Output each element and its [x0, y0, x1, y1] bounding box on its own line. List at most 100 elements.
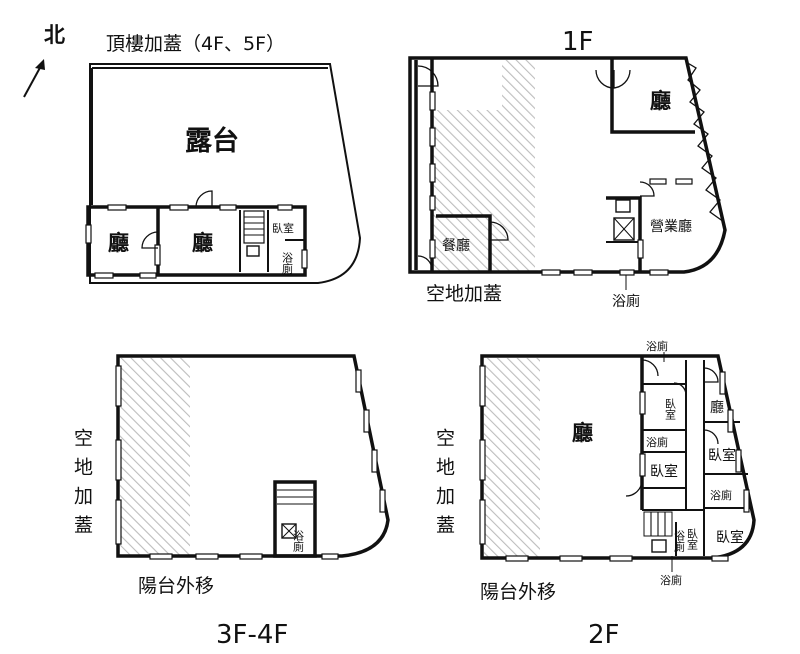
window [479, 499, 486, 545]
f1-hall-walls [610, 58, 695, 134]
window [735, 449, 742, 473]
window [429, 91, 436, 111]
plan-2f: 廳 空地加蓋 陽台外移 2F 浴廁 臥室 浴廁 臥室 廳 臥室 浴廁 浴廁 臥室… [433, 339, 756, 650]
window [85, 224, 92, 244]
f1-glass-facade [685, 61, 725, 223]
f1-unhatched-notch [432, 60, 502, 110]
f2-bath-small-label: 浴廁 [673, 530, 686, 553]
window [719, 371, 726, 395]
f1-business-hall-label: 營業廳 [650, 218, 692, 235]
f2-balcony-label: 陽台外移 [480, 581, 556, 603]
rooftop-title: 頂樓加蓋（4F、5F） [106, 33, 285, 55]
f1-outline [408, 56, 727, 274]
window [321, 553, 339, 560]
window [639, 391, 646, 415]
window [743, 489, 750, 513]
f2-extension-label: 空地加蓋 [433, 428, 455, 544]
f1-extension-label: 空地加蓋 [426, 283, 502, 305]
f34-hatched-area [120, 358, 190, 556]
f34-outline [116, 354, 390, 558]
f2-bath-bottom-label: 浴廁 [660, 573, 682, 587]
window [429, 163, 436, 183]
f34-balcony-label: 陽台外移 [138, 575, 214, 597]
window [505, 555, 529, 562]
toilet-icon [651, 539, 667, 553]
window [711, 555, 729, 562]
window [639, 453, 646, 477]
f2-hall-label: 廳 [572, 421, 593, 445]
f1-dining-label: 餐廳 [442, 237, 470, 254]
door-arc-icon [673, 382, 687, 396]
window [169, 204, 189, 211]
f2-hall-small-label: 廳 [710, 399, 724, 416]
window [637, 239, 644, 259]
f1-dining-walls [436, 214, 492, 272]
window [429, 239, 436, 259]
window [355, 369, 362, 393]
rooftop-outline [89, 63, 362, 284]
window [573, 269, 593, 276]
rooftop-stairs-icon [243, 210, 265, 244]
window [649, 178, 667, 185]
f2-bedroom-5-label: 臥室 [716, 529, 744, 546]
window [675, 178, 693, 185]
door-arc-icon [489, 221, 509, 241]
toilet-icon [615, 199, 631, 213]
window [277, 204, 293, 211]
f34-stairs-icon [277, 489, 313, 505]
plan-1f: 1F 廳 [408, 27, 727, 310]
window [149, 553, 173, 560]
window [429, 195, 436, 211]
north-arrowhead-icon [35, 59, 45, 70]
door-arc-icon [639, 181, 655, 197]
toilet-icon [246, 245, 260, 257]
f2-title: 2F [588, 620, 620, 650]
f2-bedroom-3-label: 臥室 [708, 447, 736, 464]
window [727, 409, 734, 433]
f34-bath-label: 浴廁 [292, 530, 305, 553]
f34-title: 3F-4F [216, 620, 288, 650]
door-arc-icon [703, 429, 719, 445]
f2-bedroom-1-label: 臥室 [664, 398, 677, 420]
window [541, 269, 561, 276]
door-arc-icon [417, 65, 439, 87]
f1-bath-label: 浴廁 [612, 293, 640, 310]
f2-bath-top-label: 浴廁 [646, 339, 668, 353]
window [479, 365, 486, 407]
window [94, 272, 114, 279]
f2-bedroom-2-label: 臥室 [650, 463, 678, 480]
north-arrow-icon [23, 63, 43, 98]
door-arc-icon [195, 190, 213, 208]
window [239, 553, 263, 560]
window [301, 249, 308, 269]
window [139, 272, 157, 279]
window [379, 489, 386, 513]
window [115, 365, 122, 407]
window [429, 127, 436, 147]
f1-title: 1F [562, 27, 594, 57]
north-indicator: 北 [23, 23, 65, 98]
f2-hatched-area [484, 358, 540, 558]
window [219, 204, 237, 211]
door-arc-icon [641, 359, 659, 377]
door-arc-icon [141, 231, 159, 249]
window [559, 555, 583, 562]
window [195, 553, 219, 560]
door-arc-icon [417, 255, 433, 271]
window [649, 269, 669, 276]
window [115, 439, 122, 481]
window [609, 555, 633, 562]
north-label: 北 [44, 23, 65, 47]
f2-bath-right-label: 浴廁 [710, 488, 732, 502]
f2-bath-mid-label: 浴廁 [646, 435, 668, 449]
plan-rooftop: 頂樓加蓋（4F、5F） 露台 廳 廳 臥室 浴廁 [85, 33, 362, 284]
rooftop-hall-mid-label: 廳 [192, 231, 213, 255]
rooftop-bedroom-label: 臥室 [272, 221, 294, 235]
window [479, 439, 486, 481]
door-arc-icon [703, 367, 719, 383]
window [619, 269, 635, 276]
window [115, 499, 122, 545]
door-arc-icon [611, 69, 631, 89]
rooftop-terrace-label: 露台 [185, 125, 239, 157]
window [371, 449, 378, 473]
